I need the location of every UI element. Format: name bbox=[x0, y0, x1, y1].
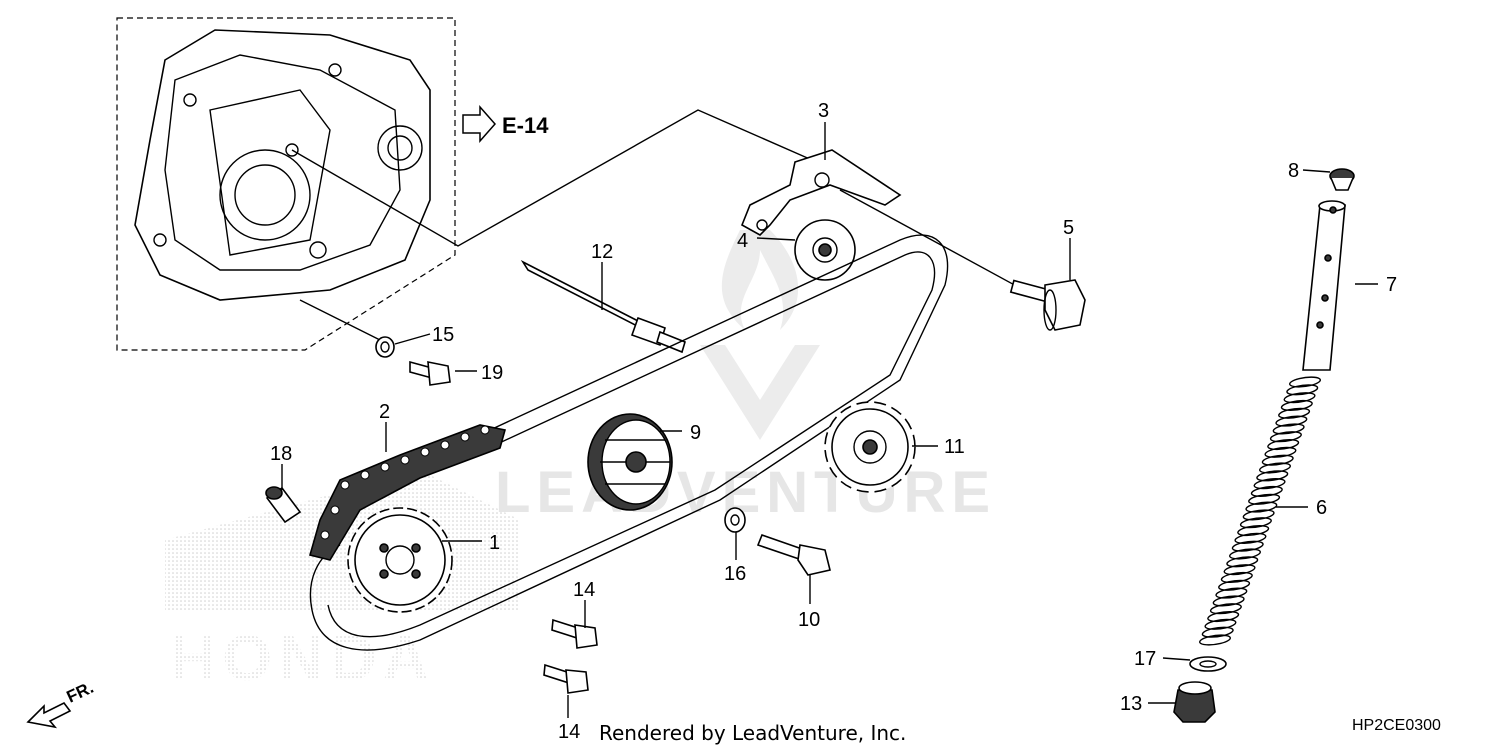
callout-14-lower[interactable]: 14 bbox=[558, 721, 580, 743]
callout-17[interactable]: 17 bbox=[1134, 648, 1156, 670]
callout-18[interactable]: 18 bbox=[270, 443, 292, 465]
callout-11[interactable]: 11 bbox=[944, 436, 965, 458]
callout-2[interactable]: 2 bbox=[379, 401, 390, 423]
part-12-shaft[interactable] bbox=[520, 259, 686, 354]
diagram-code: HP2CE0300 bbox=[1352, 717, 1441, 734]
honda-text-watermark: HONDA bbox=[170, 622, 435, 694]
callout-19[interactable]: 19 bbox=[481, 362, 503, 384]
part-1-drive-sprocket[interactable] bbox=[347, 507, 453, 613]
leader-lines bbox=[281, 122, 1378, 718]
reference-label[interactable]: E-14 bbox=[502, 113, 549, 138]
part-3-chain-guide-plate[interactable] bbox=[740, 149, 902, 236]
callout-6[interactable]: 6 bbox=[1316, 497, 1327, 519]
part-18-collar[interactable] bbox=[265, 486, 302, 524]
drive-chain-loop[interactable] bbox=[309, 234, 949, 651]
callout-1[interactable]: 1 bbox=[489, 532, 500, 554]
leadventure-logo-watermark bbox=[700, 230, 820, 440]
front-direction-indicator: FR. bbox=[26, 678, 97, 729]
callout-10[interactable]: 10 bbox=[798, 609, 820, 631]
part-14-bolt-lower[interactable] bbox=[543, 663, 589, 694]
callout-14-upper[interactable]: 14 bbox=[573, 579, 595, 601]
part-2-chain[interactable] bbox=[309, 424, 507, 561]
callout-labels: 1 2 3 4 5 6 7 8 9 10 11 12 13 14 14 15 1… bbox=[270, 100, 1397, 743]
callout-13[interactable]: 13 bbox=[1120, 693, 1142, 715]
part-7-tensioner-pipe[interactable] bbox=[1302, 200, 1346, 371]
part-16-washer[interactable] bbox=[724, 507, 746, 533]
front-label: FR. bbox=[64, 678, 97, 707]
callout-12[interactable]: 12 bbox=[591, 241, 613, 263]
part-13-sealing-bolt[interactable] bbox=[1173, 681, 1216, 723]
callout-16[interactable]: 16 bbox=[724, 563, 746, 585]
callout-7[interactable]: 7 bbox=[1386, 274, 1397, 296]
callout-5[interactable]: 5 bbox=[1063, 217, 1074, 239]
callout-15[interactable]: 15 bbox=[432, 324, 454, 346]
callout-8[interactable]: 8 bbox=[1288, 160, 1299, 182]
part-11-sprocket[interactable] bbox=[824, 401, 916, 493]
part-19-bolt[interactable] bbox=[409, 360, 451, 386]
callout-4[interactable]: 4 bbox=[737, 230, 748, 252]
part-14-bolt-upper[interactable] bbox=[551, 618, 598, 649]
part-5-bolt[interactable] bbox=[1009, 279, 1086, 331]
part-17-washer[interactable] bbox=[1189, 656, 1227, 672]
part-9-tensioner-roller[interactable] bbox=[587, 413, 673, 511]
render-credit: Rendered by LeadVenture, Inc. bbox=[599, 721, 906, 745]
part-4-sprocket[interactable] bbox=[794, 219, 856, 281]
part-8-cap-bolt[interactable] bbox=[1329, 168, 1355, 191]
part-15-washer[interactable] bbox=[375, 336, 395, 358]
callout-3[interactable]: 3 bbox=[818, 100, 829, 122]
part-6-spring[interactable] bbox=[1198, 376, 1322, 646]
reference-arrow[interactable]: E-14 bbox=[462, 105, 549, 143]
callout-9[interactable]: 9 bbox=[690, 422, 701, 444]
crankcase-assembly[interactable] bbox=[116, 17, 456, 351]
part-10-bolt[interactable] bbox=[756, 533, 831, 576]
